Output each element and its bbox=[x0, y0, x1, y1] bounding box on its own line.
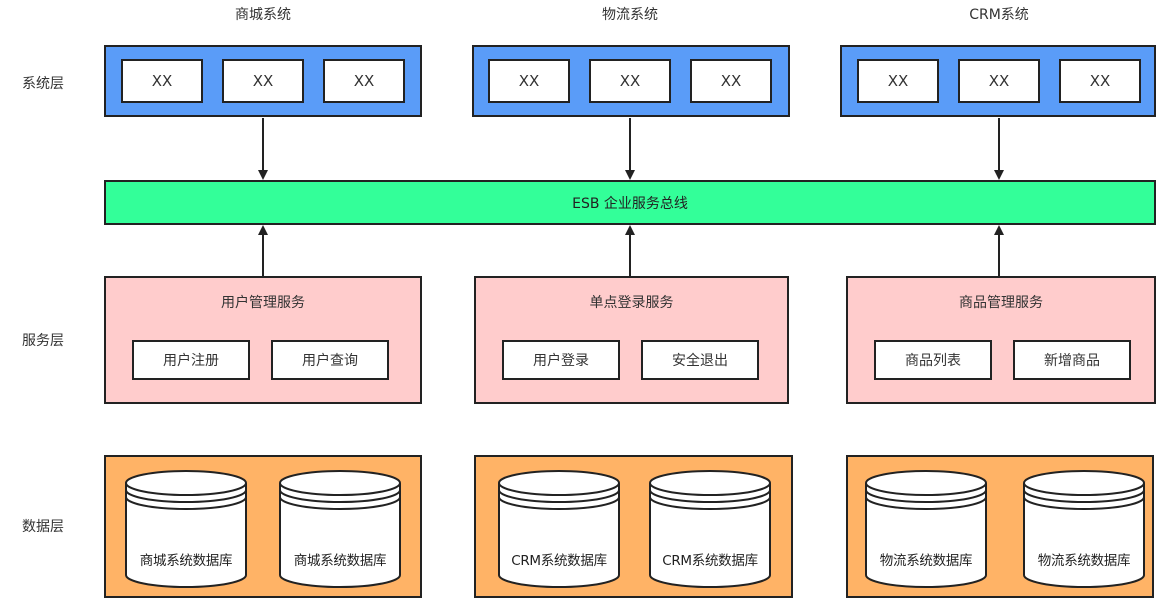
data-box-shop: 商城系统数据库 商城系统数据库 bbox=[104, 455, 422, 598]
database-label: 物流系统数据库 bbox=[1037, 553, 1131, 569]
database-cylinder: CRM系统数据库 bbox=[497, 469, 621, 589]
database-icon bbox=[279, 470, 401, 588]
system-module: XX bbox=[857, 59, 939, 103]
system-box-logistics: XX XX XX bbox=[472, 45, 790, 117]
system-title-crm: CRM系统 bbox=[969, 7, 1029, 23]
service-item: 安全退出 bbox=[641, 340, 759, 380]
database-label: 商城系统数据库 bbox=[293, 553, 387, 569]
service-item: 新增商品 bbox=[1013, 340, 1131, 380]
system-module: XX bbox=[589, 59, 671, 103]
system-module: XX bbox=[488, 59, 570, 103]
service-box-sso: 单点登录服务 用户登录 安全退出 bbox=[474, 276, 789, 404]
database-label: 商城系统数据库 bbox=[139, 553, 233, 569]
database-icon bbox=[498, 470, 620, 588]
service-item: 用户查询 bbox=[271, 340, 389, 380]
system-title-logistics: 物流系统 bbox=[602, 7, 658, 23]
database-cylinder: 物流系统数据库 bbox=[1022, 469, 1146, 589]
service-box-product-management: 商品管理服务 商品列表 新增商品 bbox=[846, 276, 1156, 404]
system-box-crm: XX XX XX bbox=[840, 45, 1156, 117]
service-item: 商品列表 bbox=[874, 340, 992, 380]
database-label: 物流系统数据库 bbox=[879, 553, 973, 569]
layer-label-service: 服务层 bbox=[22, 333, 64, 349]
system-module: XX bbox=[690, 59, 772, 103]
system-module: XX bbox=[323, 59, 405, 103]
service-item: 用户注册 bbox=[132, 340, 250, 380]
database-label: CRM系统数据库 bbox=[662, 553, 758, 569]
database-cylinder: 商城系统数据库 bbox=[278, 469, 402, 589]
service-title: 商品管理服务 bbox=[959, 295, 1043, 311]
data-box-logistics: 物流系统数据库 物流系统数据库 bbox=[846, 455, 1154, 598]
data-box-crm: CRM系统数据库 CRM系统数据库 bbox=[474, 455, 793, 598]
system-box-shop: XX XX XX bbox=[104, 45, 422, 117]
service-title: 用户管理服务 bbox=[221, 295, 305, 311]
system-module: XX bbox=[958, 59, 1040, 103]
service-title: 单点登录服务 bbox=[589, 295, 674, 311]
database-cylinder: CRM系统数据库 bbox=[648, 469, 772, 589]
esb-bus: ESB 企业服务总线 bbox=[104, 180, 1156, 225]
system-title-shop: 商城系统 bbox=[235, 7, 291, 23]
system-module: XX bbox=[121, 59, 203, 103]
system-module: XX bbox=[222, 59, 304, 103]
service-box-user-management: 用户管理服务 用户注册 用户查询 bbox=[104, 276, 422, 404]
database-icon bbox=[1023, 470, 1145, 588]
layer-label-data: 数据层 bbox=[22, 519, 64, 535]
database-icon bbox=[865, 470, 987, 588]
database-cylinder: 商城系统数据库 bbox=[124, 469, 248, 589]
database-icon bbox=[125, 470, 247, 588]
layer-label-system: 系统层 bbox=[22, 76, 64, 92]
service-item: 用户登录 bbox=[502, 340, 620, 380]
system-module: XX bbox=[1059, 59, 1141, 103]
esb-label: ESB 企业服务总线 bbox=[572, 195, 688, 212]
database-icon bbox=[649, 470, 771, 588]
database-cylinder: 物流系统数据库 bbox=[864, 469, 988, 589]
database-label: CRM系统数据库 bbox=[511, 553, 607, 569]
